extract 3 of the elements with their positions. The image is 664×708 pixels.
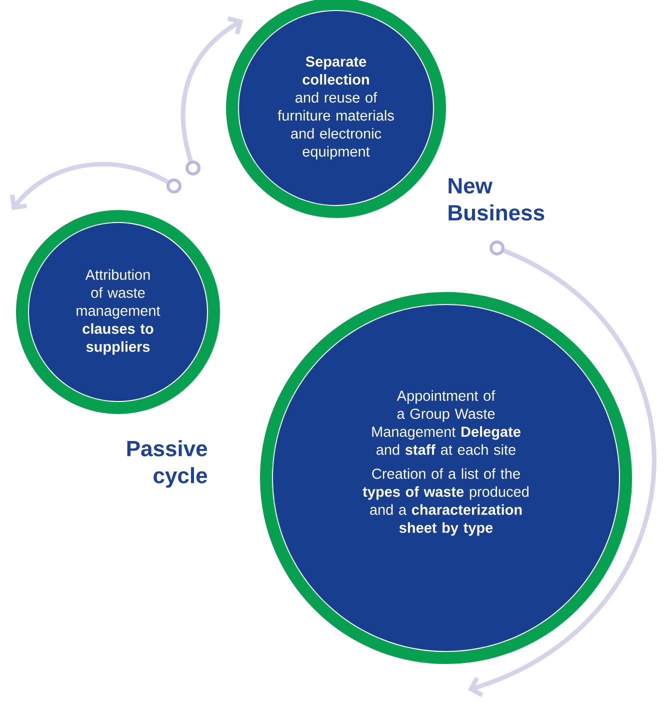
circle-node: Appointment of a Group Waste Management Delegate and staff at each site Creation of a list of the types of waste produced and a characterization sheet by type (260, 292, 632, 664)
circle-node: Attribution of waste management clauses to suppliers (16, 210, 220, 414)
section-heading: Passive cycle (127, 440, 208, 488)
